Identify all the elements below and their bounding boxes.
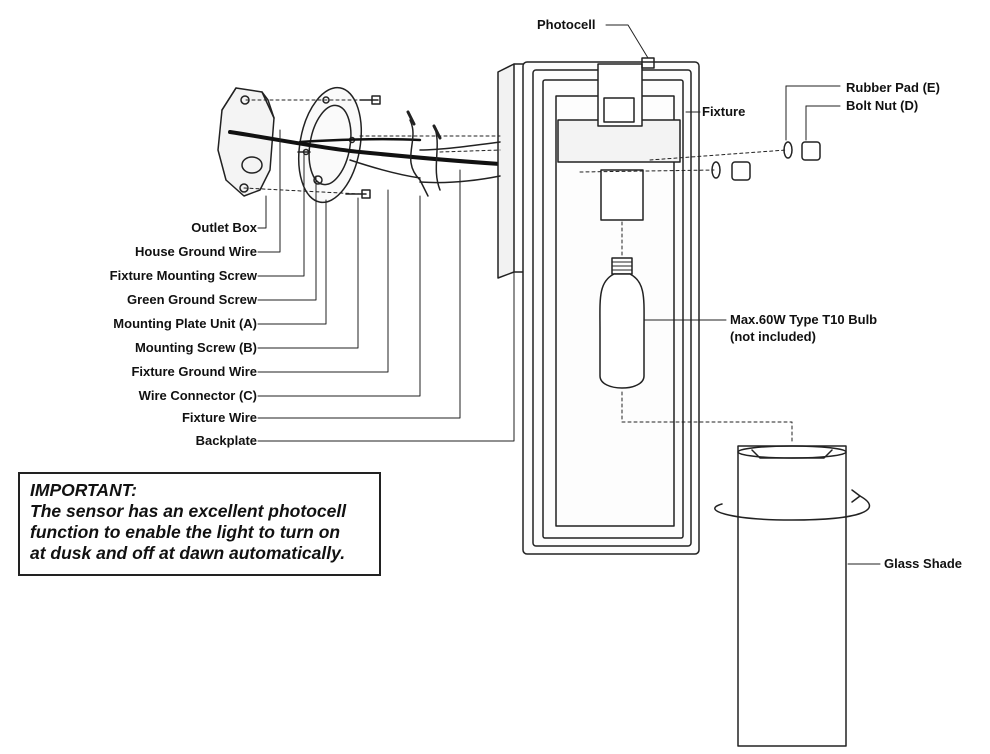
mounting-plate-unit-label: Mounting Plate Unit (A): [113, 316, 257, 331]
mounting-screw-label: Mounting Screw (B): [134, 340, 257, 355]
backplate-part: [419, 63, 531, 279]
notice-title: IMPORTANT:: [30, 480, 137, 500]
leader-lines-right: [605, 24, 881, 565]
hardware-part: [579, 141, 821, 181]
glass-shade-part: [714, 445, 871, 747]
backplate-label: Backplate: [195, 433, 257, 448]
bolt-nut-label: Bolt Nut (D): [846, 98, 919, 113]
fixture-ground-wire-label: Fixture Ground Wire: [131, 364, 257, 379]
leader-lines-left: [257, 129, 515, 442]
glass-shade-label: Glass Shade: [884, 556, 963, 571]
photocell-label: Photocell: [537, 17, 596, 32]
bulb-label-line1: Max.60W Type T10 Bulb: [730, 312, 878, 327]
bulb-label-line2: (not included): [730, 329, 816, 344]
outlet-box-part: [217, 87, 275, 197]
important-notice: IMPORTANT: The sensor has an excellent p…: [18, 472, 381, 576]
wire-connector-label: Wire Connector (C): [138, 388, 257, 403]
mounting-plate-part: [298, 86, 362, 204]
outlet-box-label: Outlet Box: [191, 220, 257, 235]
notice-line-3: at dusk and off at dawn automatically.: [30, 543, 346, 563]
fixture-label: Fixture: [702, 104, 746, 119]
notice-line-1: The sensor has an excellent photocell: [30, 501, 347, 521]
rubber-pad-label: Rubber Pad (E): [846, 80, 940, 95]
wires: [228, 110, 502, 197]
notice-line-2: function to enable the light to turn on: [30, 522, 341, 542]
socket-bulb-part: [599, 169, 793, 445]
green-ground-screw-label: Green Ground Screw: [126, 292, 257, 307]
house-ground-wire-label: House Ground Wire: [135, 244, 257, 259]
fixture-wire-label: Fixture Wire: [181, 410, 257, 425]
fixture-mounting-screw-label: Fixture Mounting Screw: [109, 268, 257, 283]
dashed-guides: [243, 99, 501, 195]
